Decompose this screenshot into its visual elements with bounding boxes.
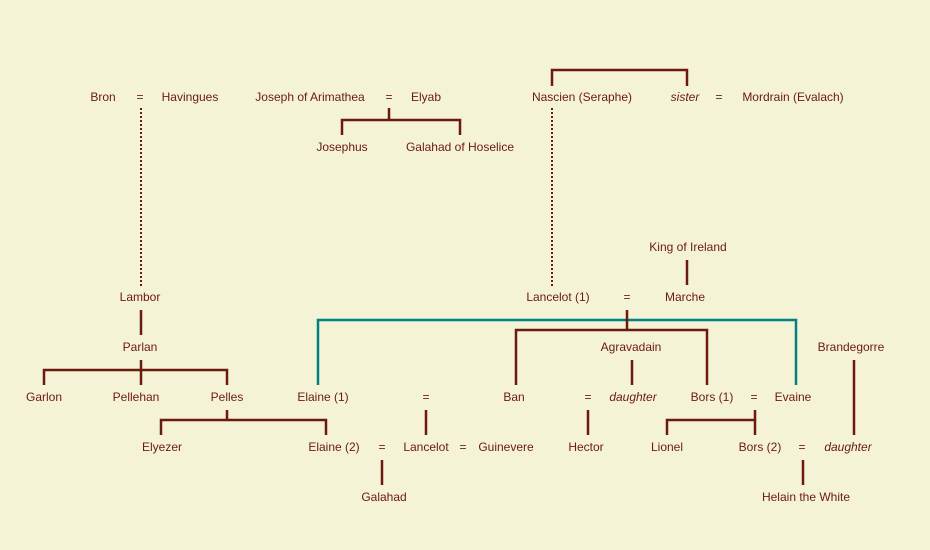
person-agravadain: Agravadain [601,340,662,354]
person-daughter-brandegorre: daughter [824,440,872,454]
person-elyezer: Elyezer [142,440,182,454]
marriage-sign: = [715,90,722,104]
nascien-mordrain-sibling-bracket [550,68,689,86]
person-marche: Marche [665,290,705,304]
person-joseph: Joseph of Arimathea [255,90,365,104]
person-havingues: Havingues [162,90,219,104]
person-elaine1: Elaine (1) [297,390,348,404]
connector-lines [42,68,856,485]
person-garlon: Garlon [26,390,62,404]
marriage-sign: = [422,390,429,404]
elaine-evaine-link [316,318,798,385]
person-bors2: Bors (2) [739,440,782,454]
marriage-sign: = [584,390,591,404]
parlan-children-bracket [42,368,229,385]
person-galahad: Galahad [361,490,406,504]
marriage-sign: = [378,440,385,454]
person-evaine: Evaine [775,390,812,404]
person-daughter-agravadain: daughter [609,390,657,404]
marriage-sign: = [385,90,392,104]
person-galahad-hoselice: Galahad of Hoselice [406,140,514,154]
lancelot1-children-bracket [514,328,709,385]
marriage-sign: = [798,440,805,454]
marriage-sign: = [459,440,466,454]
joseph-children-bracket [340,118,462,135]
person-lancelot1: Lancelot (1) [526,290,589,304]
person-labels: Bron = Havingues Joseph of Arimathea = E… [26,90,885,504]
person-hector: Hector [568,440,603,454]
person-brandegorre: Brandegorre [818,340,885,354]
marriage-sign: = [750,390,757,404]
marriage-sign: = [623,290,630,304]
pelles-children-bracket [159,418,328,435]
person-mordrain: Mordrain (Evalach) [742,90,843,104]
person-guinevere: Guinevere [478,440,534,454]
person-helain: Helain the White [762,490,850,504]
person-ban: Ban [503,390,524,404]
person-parlan: Parlan [123,340,158,354]
person-bors1: Bors (1) [691,390,734,404]
person-pellehan: Pellehan [113,390,160,404]
bors1-children-bracket [665,418,757,435]
person-lambor: Lambor [120,290,161,304]
person-josephus: Josephus [316,140,367,154]
person-lancelot: Lancelot [403,440,449,454]
person-lionel: Lionel [651,440,683,454]
marriage-sign: = [136,90,143,104]
person-elyab: Elyab [411,90,441,104]
person-king-ireland: King of Ireland [649,240,726,254]
person-bron: Bron [90,90,115,104]
person-sister: sister [671,90,701,104]
person-nascien: Nascien (Seraphe) [532,90,632,104]
person-pelles: Pelles [211,390,244,404]
person-elaine2: Elaine (2) [308,440,359,454]
